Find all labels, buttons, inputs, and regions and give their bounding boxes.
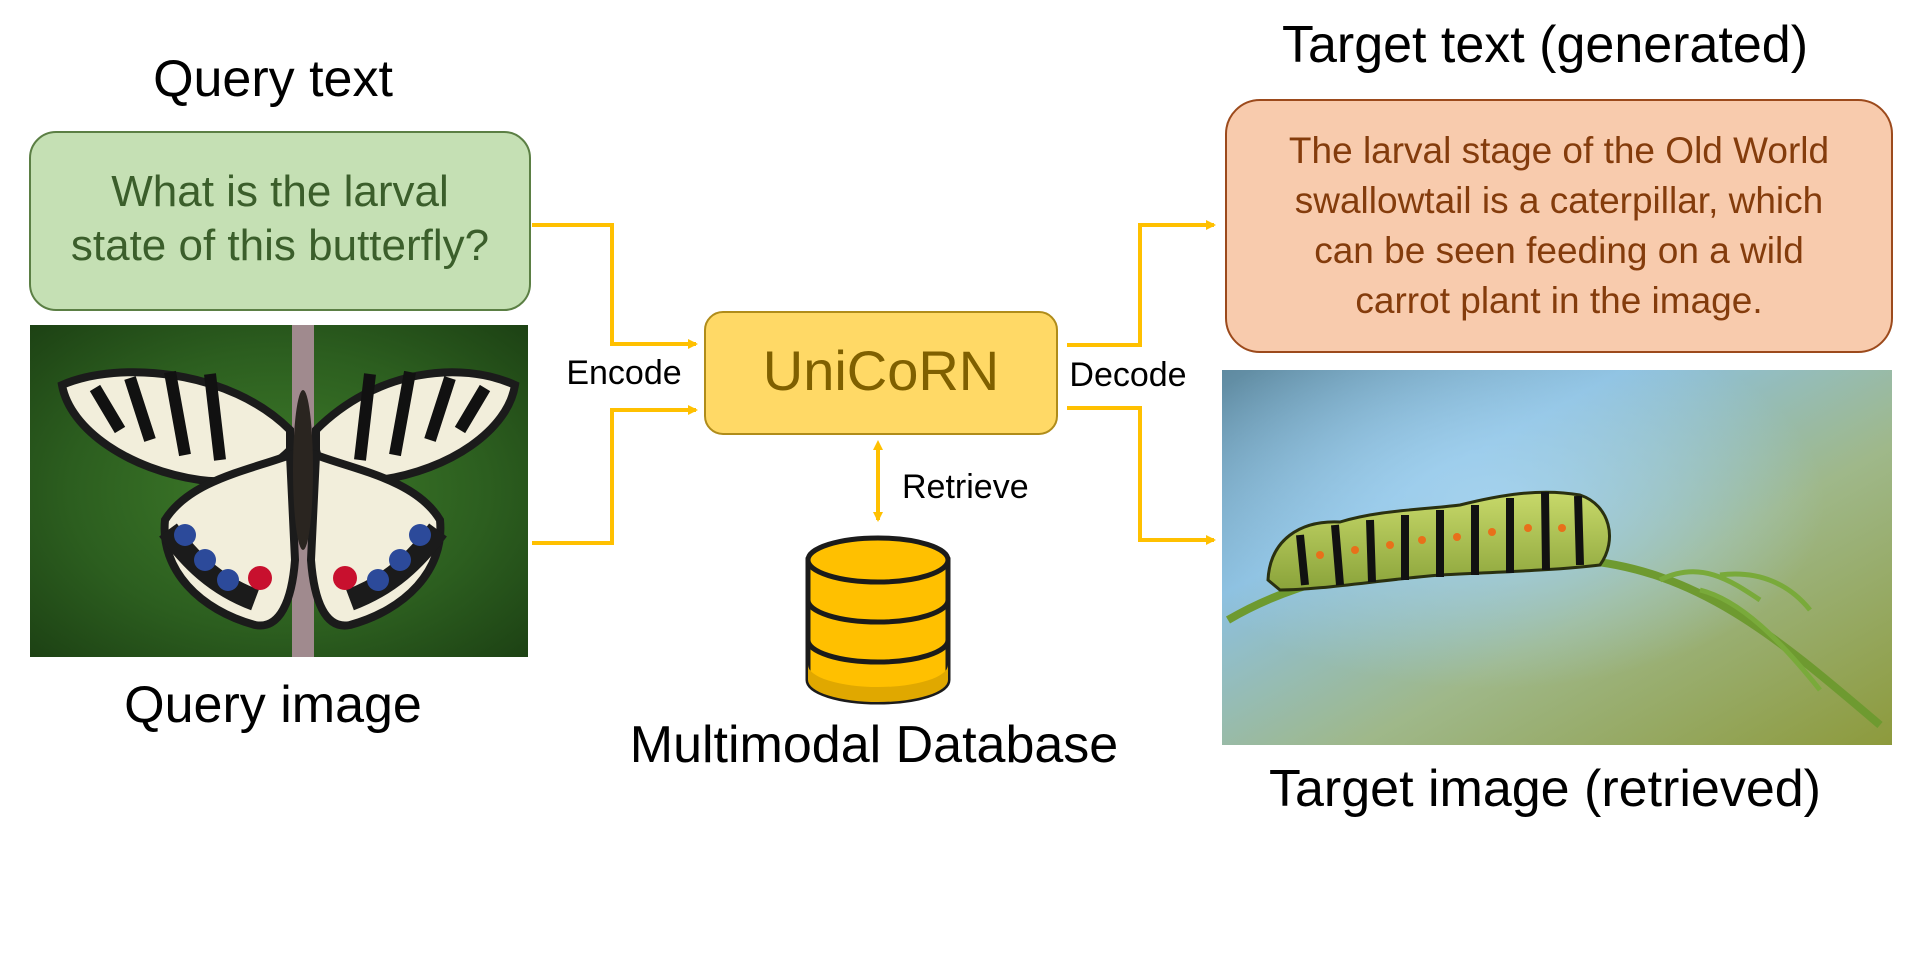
target-text-line-3: can be seen feeding on a wild — [1314, 230, 1804, 271]
database-label: Multimodal Database — [630, 716, 1118, 774]
unicorn-model-name: UniCoRN — [763, 339, 1000, 402]
target-text-line-2: swallowtail is a caterpillar, which — [1295, 180, 1823, 221]
decode-label: Decode — [1069, 356, 1186, 394]
query-image-label: Query image — [124, 676, 422, 734]
encode-arrow-image — [532, 405, 698, 545]
query-image — [30, 325, 528, 657]
target-image-label: Target image (retrieved) — [1269, 760, 1821, 818]
database-icon — [805, 535, 951, 705]
query-text-box — [29, 131, 531, 311]
target-text-heading: Target text (generated) — [1282, 16, 1808, 74]
query-text-line-1: What is the larval — [111, 167, 448, 216]
query-text-line-2: state of this butterfly? — [71, 221, 489, 270]
retrieve-label: Retrieve — [902, 468, 1029, 506]
target-text-box — [1225, 99, 1893, 353]
unicorn-model-box — [704, 311, 1058, 435]
decode-arrow-text — [1067, 220, 1216, 347]
target-image — [1222, 370, 1892, 745]
encode-arrow-text — [532, 223, 698, 349]
target-text-line-1: The larval stage of the Old World — [1289, 130, 1829, 171]
decode-arrow-image — [1067, 406, 1216, 545]
target-text-line-4: carrot plant in the image. — [1355, 280, 1762, 321]
encode-label: Encode — [566, 354, 681, 392]
query-text-heading: Query text — [153, 50, 393, 108]
